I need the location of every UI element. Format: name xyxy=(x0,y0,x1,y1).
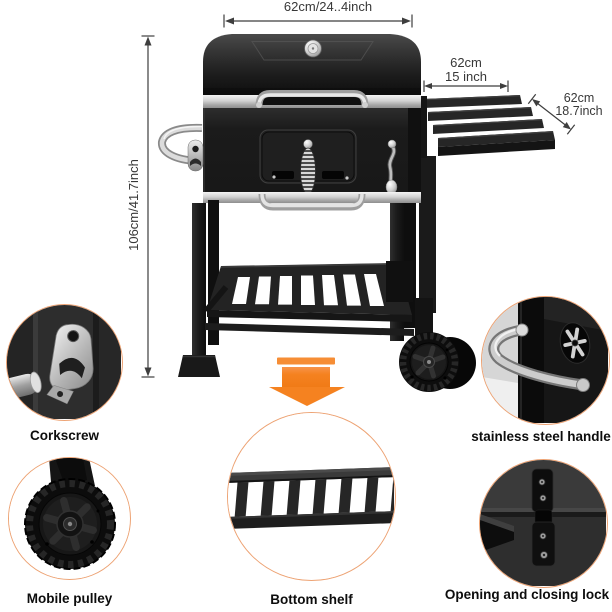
shelf-width-inch: 15 inch xyxy=(445,69,487,84)
vent-slot xyxy=(322,171,344,179)
vent-wheel xyxy=(559,322,591,364)
width-dimension-arrow xyxy=(223,14,413,28)
pulley-detail-art xyxy=(9,458,129,578)
thermometer xyxy=(304,39,322,58)
lid-recess-outline xyxy=(251,41,374,61)
mobile-pulley-label: Mobile pulley xyxy=(26,591,113,606)
bottom-shelf-detail-art xyxy=(228,413,394,579)
bottle-opener-plate xyxy=(187,139,204,172)
front-wheel xyxy=(399,332,459,392)
lid-handle xyxy=(255,90,369,108)
steel-roller xyxy=(7,371,42,401)
lower-chrome-band xyxy=(203,192,421,203)
hinge-lock xyxy=(531,468,556,567)
ash-crank-handle xyxy=(385,139,398,195)
screws xyxy=(538,478,548,559)
side-shelf xyxy=(419,95,555,313)
corkscrew-detail-art xyxy=(7,305,121,419)
shelf-depth-inch: 18.7inch xyxy=(555,104,603,118)
height-dimension-arrow xyxy=(141,35,155,378)
height-dimension-label: 106cm/41.7inch xyxy=(126,159,141,251)
bottom-shelf-detail-circle xyxy=(227,412,396,581)
shelf-width-dimension-label: 62cm 15 inch xyxy=(426,56,506,84)
front-left-foot xyxy=(178,355,220,377)
shelf-depth-dimension-label: 62cm 18.7inch xyxy=(548,92,610,118)
shelf-width-dimension-arrow xyxy=(423,80,509,92)
charcoal-grill xyxy=(158,34,555,392)
front-handle xyxy=(258,193,366,211)
dimension-arrows xyxy=(141,14,576,378)
bottom-shelf-label: Bottom shelf xyxy=(270,592,353,607)
lock-detail-circle xyxy=(479,459,608,588)
corkscrew-detail-circle xyxy=(6,304,123,421)
mobile-pulley-detail-circle xyxy=(8,457,131,580)
handle-detail-circle xyxy=(481,296,610,425)
wheels xyxy=(399,332,476,392)
steel-handle xyxy=(488,323,590,392)
handle-detail-art xyxy=(482,297,608,423)
bottle-opener xyxy=(46,323,94,405)
down-arrow xyxy=(269,357,345,406)
corkscrew-label: Corkscrew xyxy=(29,428,100,443)
side-shelf-support xyxy=(419,156,436,313)
lock-detail-art xyxy=(480,460,606,586)
shelf-depth-cm: 62cm xyxy=(563,91,595,105)
width-dimension-label: 62cm/24..4inch xyxy=(283,0,373,14)
wheel xyxy=(24,478,116,570)
shelf-depth-dimension-arrow xyxy=(527,93,576,135)
vent-slot xyxy=(272,171,294,179)
grill-body xyxy=(203,108,421,195)
side-handle xyxy=(158,123,203,165)
bottom-shelf xyxy=(203,261,414,336)
front-left-leg xyxy=(192,203,206,357)
back-left-leg xyxy=(208,200,219,345)
shelf-rack xyxy=(228,466,394,530)
lock-label: Opening and closing lock xyxy=(444,587,610,602)
handle-label: stainless steel handle xyxy=(471,429,611,444)
shelf-width-cm: 62cm xyxy=(450,55,482,70)
grill-lid xyxy=(203,34,421,95)
